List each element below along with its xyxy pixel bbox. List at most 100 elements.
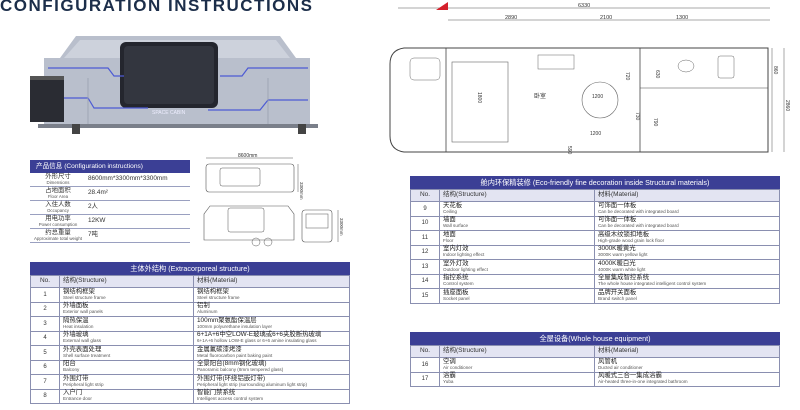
- spec-value: 7吨: [86, 228, 190, 243]
- row-number: 12: [410, 244, 440, 260]
- material-cn: 可饰面一体板: [597, 216, 637, 224]
- structure-en: Peripheral light strip: [63, 381, 104, 387]
- row-number: 11: [410, 230, 440, 246]
- material-en: Can be decorated with integrated board: [597, 208, 679, 214]
- structure-en: Wall surface: [443, 223, 469, 229]
- material-en: 4000K warm white light: [597, 266, 646, 272]
- material-en: 100mm polyurethane insulation layer: [196, 323, 273, 329]
- dim-length-label: 8600mm: [238, 153, 257, 159]
- material-en: 3000K warm yellow light: [597, 252, 648, 258]
- spec-label-en: Approximate total weight: [33, 235, 83, 241]
- structure-cn: 入户门: [63, 389, 83, 397]
- row-number: 13: [410, 259, 440, 275]
- structure-en: Shell surface treatment: [63, 352, 111, 358]
- structure-en: External wall glass: [63, 338, 102, 344]
- material-en: Metal fluorocarbon paint baking paint: [196, 352, 273, 358]
- row-number: 16: [410, 357, 440, 373]
- spec-label-en: Dimensions: [46, 179, 70, 185]
- col-structure: 结构(Structure): [59, 275, 194, 288]
- material-cn: 外围灯带(环绕铝嵌灯带): [196, 374, 266, 382]
- structure-en: Entrance door: [63, 396, 92, 402]
- row-number: 8: [30, 388, 60, 404]
- material-cn: 品牌开关面板: [597, 288, 637, 296]
- material-en: Steel structure frame: [196, 294, 240, 300]
- spec-value: 28.4m²: [86, 186, 190, 201]
- dim-height-label: 3300mm: [299, 182, 304, 200]
- structure-en: Socket panel: [443, 295, 470, 301]
- row-number: 5: [30, 345, 60, 361]
- col-structure: 结构(Structure): [439, 189, 595, 202]
- row-number: 10: [410, 215, 440, 231]
- room-label: 卧室: [534, 92, 546, 100]
- page-title: CONFIGURATION INSTRUCTIONS: [0, 0, 314, 15]
- col-material: 材料(Material): [593, 189, 781, 202]
- col-material: 材料(Material): [192, 275, 351, 288]
- row-number: 7: [30, 374, 60, 390]
- structure-cn: 指控系统: [443, 274, 469, 282]
- structure-en: Balcony: [63, 367, 80, 373]
- dim-top-1: 2890: [505, 15, 517, 21]
- material-en: Intelligent access control system: [196, 396, 264, 402]
- dim-inner-1: 1800: [476, 92, 482, 103]
- dim-right-1: 860: [772, 66, 778, 75]
- col-no: No.: [30, 275, 60, 288]
- structure-cn: 天花板: [443, 201, 463, 209]
- material-cn: 100mm聚氨酯保温层: [196, 316, 257, 324]
- exterior-heading: 主体外结构 (Extracorporeal structure): [30, 262, 350, 275]
- structure-en: Ceiling: [443, 208, 458, 214]
- material-en: 6+1A+6 hollow LOW-E glass or 6+6 amine i…: [196, 338, 317, 344]
- structure-cn: 室内灯效: [443, 245, 469, 253]
- row-number: 17: [410, 371, 440, 387]
- material-cell: 全景阳台(8mm钢化玻璃)Panoramic balcony (8mm temp…: [192, 359, 351, 375]
- exterior-structure-panel: 主体外结构 (Extracorporeal structure) No. 结构(…: [30, 262, 351, 404]
- material-en: Panoramic balcony (8mm tempered glass): [196, 367, 284, 373]
- structure-en: Air conditioner: [443, 364, 473, 370]
- col-structure: 结构(Structure): [439, 345, 595, 358]
- dim-inner-5: 730: [634, 112, 640, 121]
- spec-value: 8600mm*3300mm*3300mm: [86, 173, 190, 187]
- material-cn: 钢结构框架: [196, 287, 229, 295]
- material-en: The whole house integrated intelligent c…: [597, 281, 707, 287]
- row-number: 1: [30, 287, 60, 303]
- material-cn: 6+1A+6中空LOW-E玻璃或6+6夹胶断热玻璃: [196, 331, 322, 339]
- eco-heading: 舱内环保精装修 (Eco-friendly fine decoration in…: [410, 176, 780, 189]
- dim-inner-2: 1200: [592, 94, 603, 100]
- col-no: No.: [410, 189, 440, 202]
- spec-label-cn: 外形尺寸: [45, 173, 71, 181]
- structure-cn: 墙面: [443, 216, 456, 224]
- eco-decoration-panel: 舱内环保精装修 (Eco-friendly fine decoration in…: [410, 176, 781, 304]
- dim-top-total: 6330: [578, 3, 590, 9]
- row-number: 6: [30, 359, 60, 375]
- material-cn: 风管机: [597, 357, 618, 365]
- material-cn: 全屋集成智控系统: [597, 274, 650, 282]
- dim-inner-8: 630: [654, 70, 660, 79]
- row-number: 4: [30, 330, 60, 346]
